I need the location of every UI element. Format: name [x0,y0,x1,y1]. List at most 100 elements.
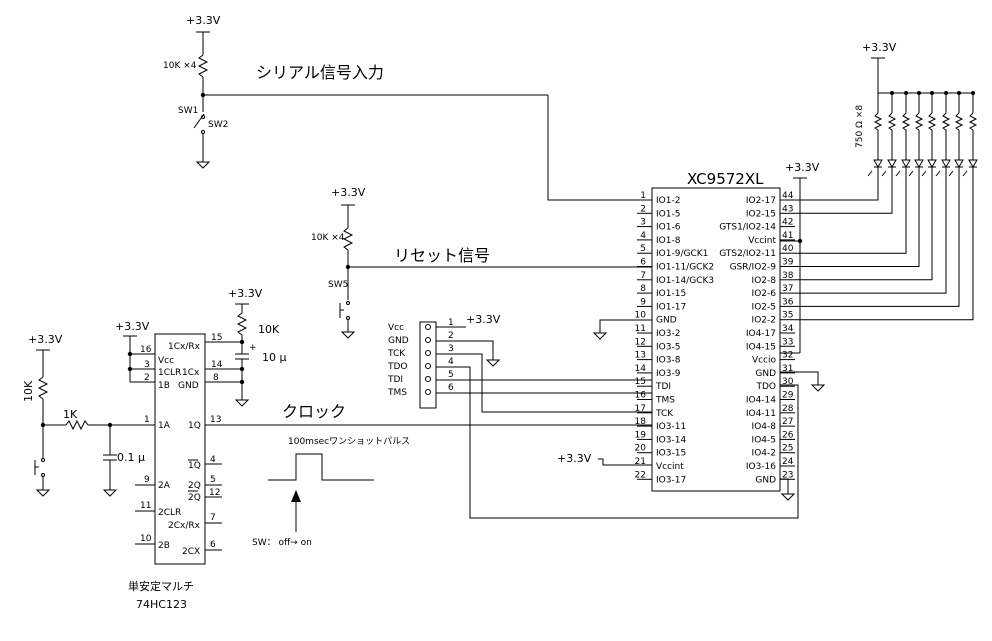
led-icon [941,159,951,169]
svg-text:2Q: 2Q [188,493,201,503]
ground-icon [234,399,250,407]
svg-text:10: 10 [140,534,152,544]
switch-icon [193,113,205,129]
pin-name: GTS1/IO2-14 [719,223,776,233]
pin-number: 2 [640,204,646,214]
pin-name: Vccio [752,356,777,366]
pin-name: IO1-14/GCK3 [656,276,714,286]
pin-name: IO2-8 [752,276,777,286]
pin-number: 40 [782,244,794,254]
pin-number: 41 [782,231,793,241]
svg-text:2CX: 2CX [182,547,200,557]
led-array: +3.3V 750 Ω ×8 [795,41,978,321]
ground-icon [485,359,501,367]
led-channel [795,91,978,321]
jtag-pin-number: 4 [448,357,454,367]
pin-number: 11 [635,324,646,334]
hc123-chip: 単安定マルチ 74HC123 16 Vcc 3 1CLR 2 1B 1 1A 9… [22,287,652,611]
pin-name: IO1-2 [656,196,680,206]
pin-name: IO4-14 [746,396,776,406]
hc123-body [154,333,206,565]
vcc-label: +3.3V [557,452,592,465]
svg-text:1Cx/Rx: 1Cx/Rx [168,342,201,352]
cap-plus: + [249,343,257,353]
svg-text:2Q: 2Q [188,481,201,491]
pin-number: 31 [782,364,793,374]
hc123-pin: 12 2Q [188,488,222,503]
led-channel [795,91,964,307]
pin-number: 24 [782,457,794,467]
svg-text:2: 2 [144,373,150,383]
svg-text:6: 6 [210,540,216,550]
ground-icon [195,161,211,169]
ground-icon [592,332,608,340]
svg-text:12: 12 [209,488,220,498]
pin-name: IO3-5 [656,342,680,352]
ground-icon [340,331,356,339]
pin-name: TMS [655,396,675,406]
hc123-pin: 8 GND [178,373,242,391]
svg-text:2A: 2A [158,481,171,491]
pin-number: 10 [635,311,647,321]
hc123-pin: 5 2Q [188,475,222,491]
sw1-label: SW1 [178,106,198,116]
svg-text:7: 7 [210,513,216,523]
pin-number: 13 [635,351,646,361]
pin-name: IO1-11/GCK2 [656,263,714,273]
led-icon [914,159,924,169]
pin-name: IO4-17 [746,329,776,339]
svg-text:1CLR: 1CLR [158,368,181,378]
junction-dot [127,366,133,372]
reset-signal-label: リセット信号 [394,246,490,265]
pin-number: 29 [782,391,794,401]
pin-number: 22 [635,470,646,480]
svg-text:15: 15 [211,333,222,343]
pin-number: 23 [782,470,793,480]
svg-text:16: 16 [140,345,152,355]
svg-text:14: 14 [211,360,223,370]
resistor-label: 1K [63,408,78,421]
reset-switch-block: +3.3V 10K ×4 リセット信号 SW5 [311,186,652,339]
pin-number: 18 [635,417,647,427]
svg-text:1A: 1A [158,421,171,431]
svg-text:1Cx: 1Cx [182,368,200,378]
resistor-icon [954,112,964,131]
pin-number: 8 [640,284,646,294]
pin-number: 12 [635,337,646,347]
pin-number: 4 [640,231,646,241]
pin-number: 15 [635,377,646,387]
one-shot-label: 100msecワンショットパルス [288,436,410,447]
pin-name: IO4-15 [746,342,776,352]
led-channel [795,91,924,267]
led-icon [873,159,883,169]
pin-name: IO2-17 [746,196,776,206]
ground-icon [102,489,118,497]
jtag-signal: TMS [387,388,407,398]
resistor-label: 10K [22,380,35,402]
led-resistor-label: 750 Ω ×8 [855,105,865,148]
pin-name: IO2-5 [752,302,776,312]
junction-dot [127,351,133,357]
pin-number: 5 [640,244,646,254]
svg-text:1B: 1B [158,381,170,391]
hc123-pin: 15 1Cx/Rx [168,333,242,352]
pin-name: IO1-5 [656,209,680,219]
jtag-pin-number: 5 [448,370,454,380]
